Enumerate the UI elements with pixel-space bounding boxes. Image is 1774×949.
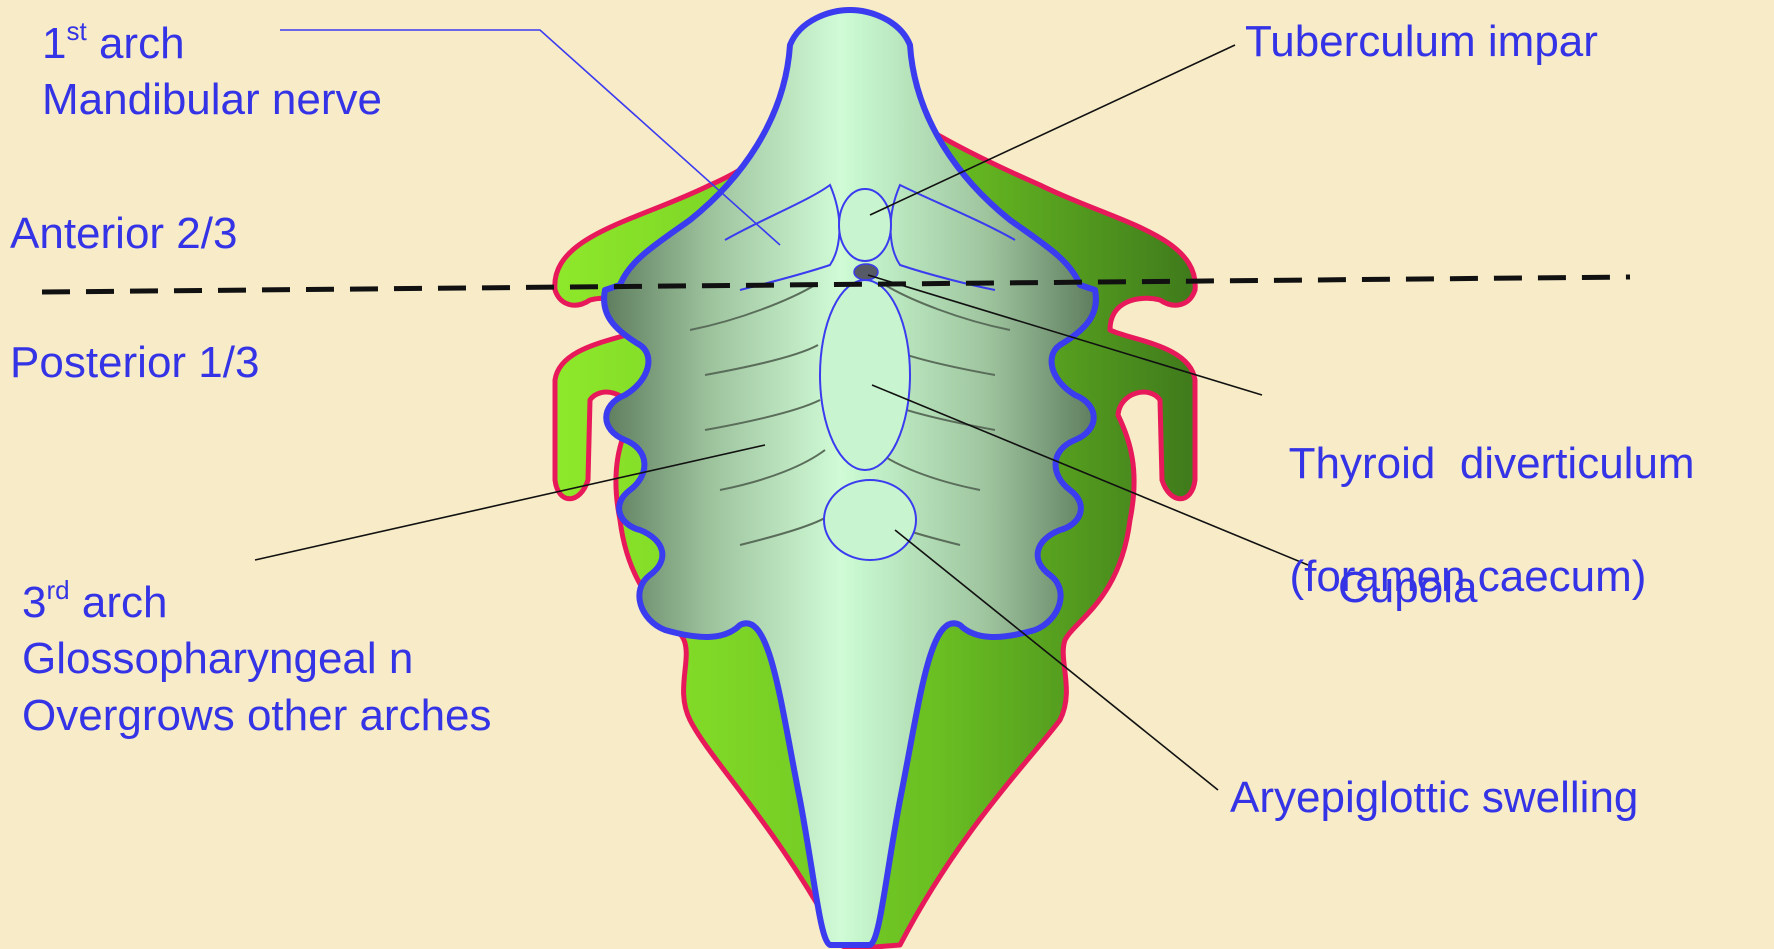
- third-arch-label: 3rd arch Glossopharyngeal n Overgrows ot…: [22, 575, 492, 744]
- epiglottic-swelling-shape: [824, 480, 916, 560]
- anterior-label: Anterior 2/3: [10, 206, 237, 262]
- aryepiglottic-swelling-label: Aryepiglottic swelling: [1230, 770, 1638, 826]
- thyroid-line1: Thyroid diverticulum: [1289, 439, 1695, 488]
- third-arch-suffix: rd: [46, 575, 69, 605]
- glossopharyngeal-label: Glossopharyngeal n: [22, 634, 413, 683]
- thyroid-diverticulum-label: Thyroid diverticulum (foramen caecum): [1265, 380, 1695, 605]
- first-arch-label: 1st arch Mandibular nerve: [42, 16, 382, 129]
- tuberculum-impar-shape: [839, 189, 891, 261]
- third-arch-ordinal: 3: [22, 578, 46, 627]
- first-arch-word: arch: [99, 19, 185, 68]
- overgrows-label: Overgrows other arches: [22, 691, 492, 740]
- first-arch-ordinal: 1: [42, 19, 66, 68]
- tuberculum-impar-label: Tuberculum impar: [1245, 14, 1598, 70]
- cupola-shape: [820, 280, 910, 470]
- tongue-floor: [604, 10, 1096, 945]
- third-arch-word: arch: [82, 578, 168, 627]
- first-arch-suffix: st: [66, 16, 86, 46]
- mandibular-nerve-label: Mandibular nerve: [42, 75, 382, 124]
- posterior-label: Posterior 1/3: [10, 335, 259, 391]
- cupola-label: Cupola: [1338, 560, 1477, 616]
